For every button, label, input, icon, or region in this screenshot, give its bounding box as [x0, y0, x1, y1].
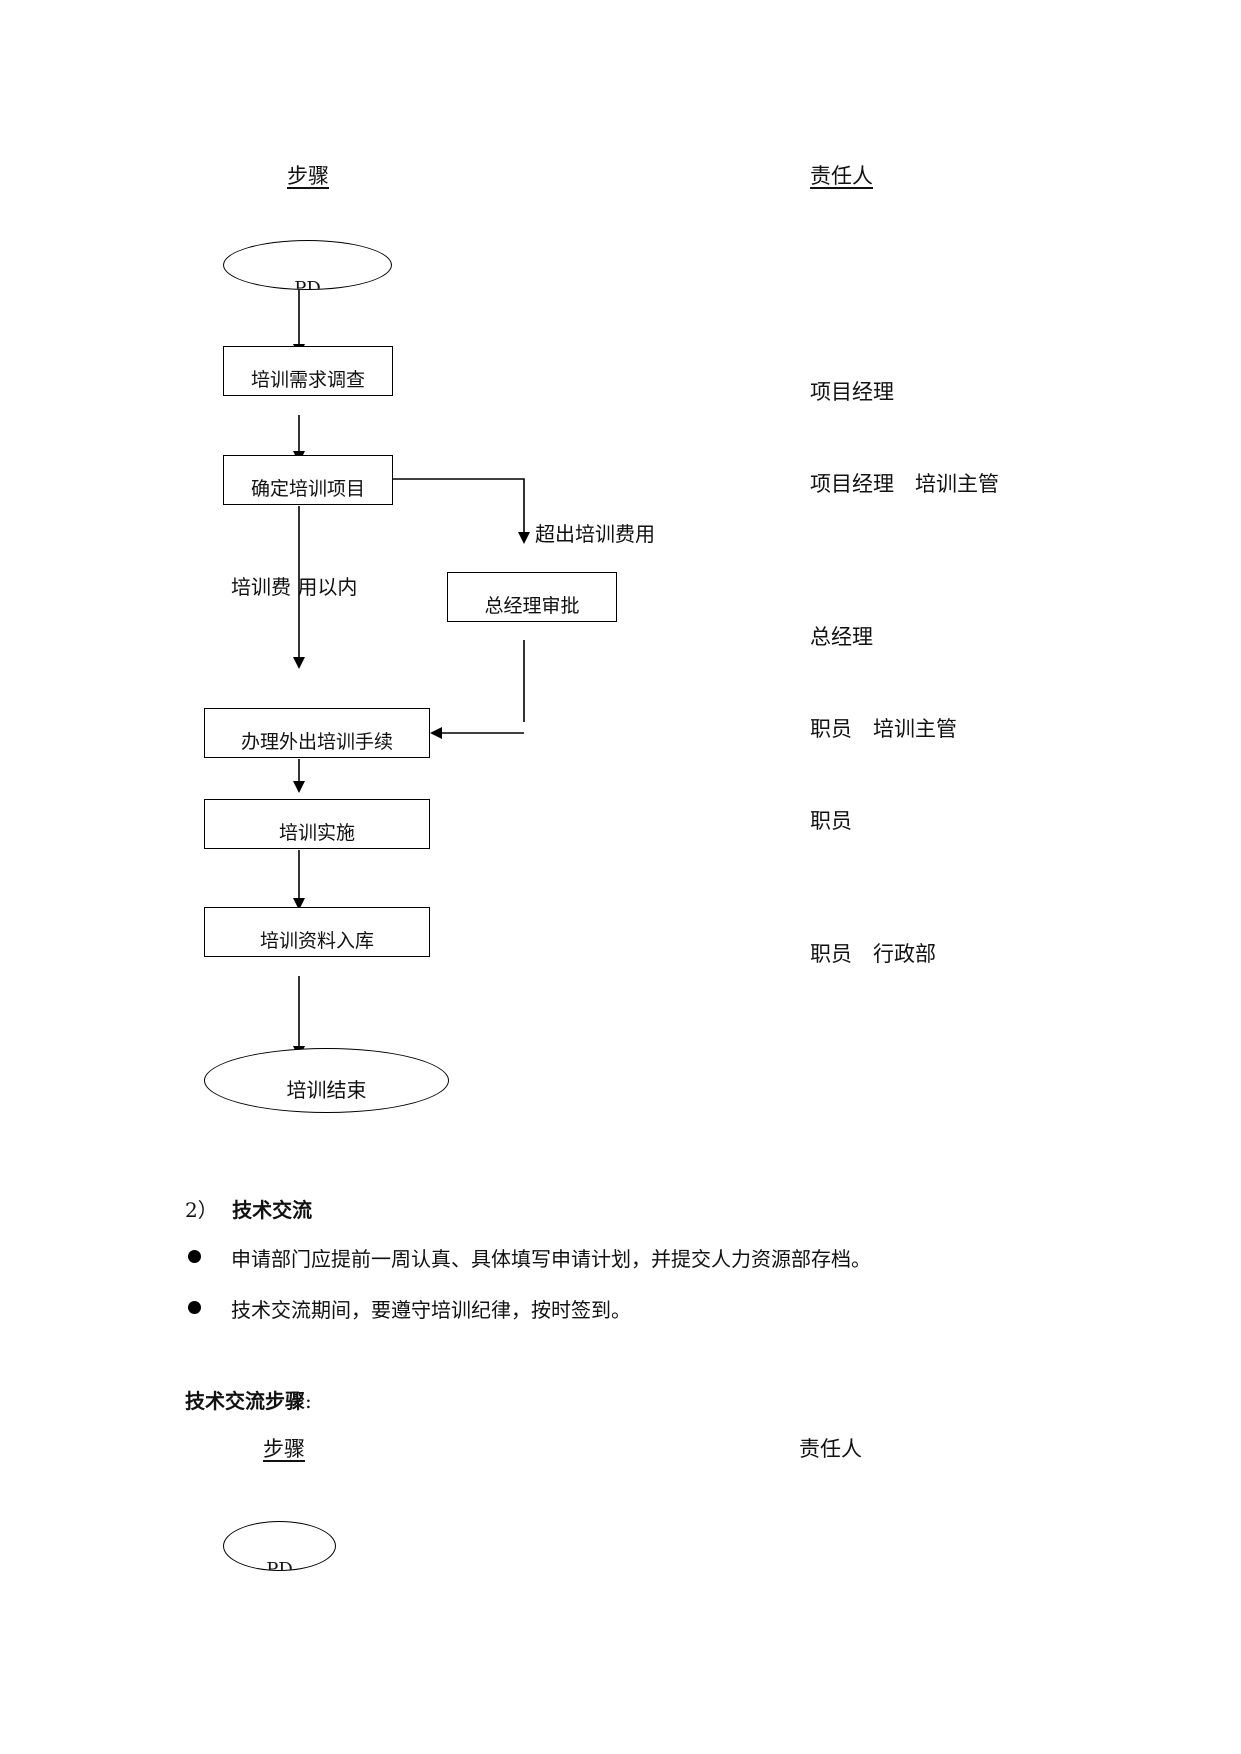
step-gm-approve-label: 总经理审批	[484, 595, 580, 617]
step-archive-label: 培训资料入库	[259, 930, 374, 952]
flow1-responsible-header: 责任人	[810, 164, 873, 188]
section2-heading: 2） 技术交流	[185, 1194, 312, 1223]
resp-handle: 职员 培训主管	[810, 717, 957, 741]
step-archive-box: 培训资料入库	[204, 907, 430, 957]
flow1-start-label: PD	[294, 278, 321, 290]
bullet-text-1: 申请部门应提前一周认真、具体填写申请计划，并提交人力资源部存档。	[231, 1247, 871, 1271]
step-implement-box: 培训实施	[204, 799, 430, 849]
label-within-budget: 培训费 用以内	[231, 575, 358, 599]
resp-determine: 项目经理 培训主管	[810, 472, 999, 496]
bullet-dot-2	[188, 1301, 201, 1314]
bullet-text-2: 技术交流期间，要遵守培训纪律，按时签到。	[231, 1298, 631, 1322]
step-handle-box: 办理外出培训手续	[204, 708, 430, 758]
arrow-determine-to-gm	[392, 478, 530, 544]
flow2-step-header: 步骤	[263, 1437, 305, 1461]
label-over-budget: 超出培训费用	[535, 522, 655, 546]
resp-implement: 职员	[810, 809, 852, 833]
section2-heading-num: 2）	[185, 1198, 218, 1222]
flow2-responsible-header: 责任人	[799, 1437, 862, 1461]
step-determine-label: 确定培训项目	[250, 478, 365, 500]
step-survey-box: 培训需求调查	[223, 346, 393, 396]
resp-survey: 项目经理	[810, 380, 894, 404]
step-handle-label: 办理外出培训手续	[240, 731, 393, 753]
section2-steps-title-text: 技术交流步骤	[185, 1389, 305, 1413]
resp-gm-approve: 总经理	[810, 625, 873, 649]
step-gm-approve-box: 总经理审批	[447, 572, 617, 622]
section2-heading-title: 技术交流	[232, 1198, 313, 1222]
flow1-end-ellipse: 培训结束	[204, 1048, 449, 1113]
resp-archive: 职员 行政部	[810, 942, 936, 966]
bullet-dot-1	[188, 1250, 201, 1263]
section2-steps-title: 技术交流步骤:	[185, 1385, 312, 1414]
flow2-start-label: PD	[266, 1559, 293, 1571]
step-determine-box: 确定培训项目	[223, 455, 393, 505]
flow1-end-label: 培训结束	[286, 1078, 367, 1102]
flow1-step-header: 步骤	[287, 164, 329, 188]
section2-steps-title-colon: :	[305, 1389, 312, 1413]
flow2-start-ellipse: PD	[223, 1521, 336, 1571]
step-implement-label: 培训实施	[278, 822, 355, 844]
flow1-start-ellipse: PD	[223, 240, 392, 290]
step-survey-label: 培训需求调查	[250, 369, 365, 391]
